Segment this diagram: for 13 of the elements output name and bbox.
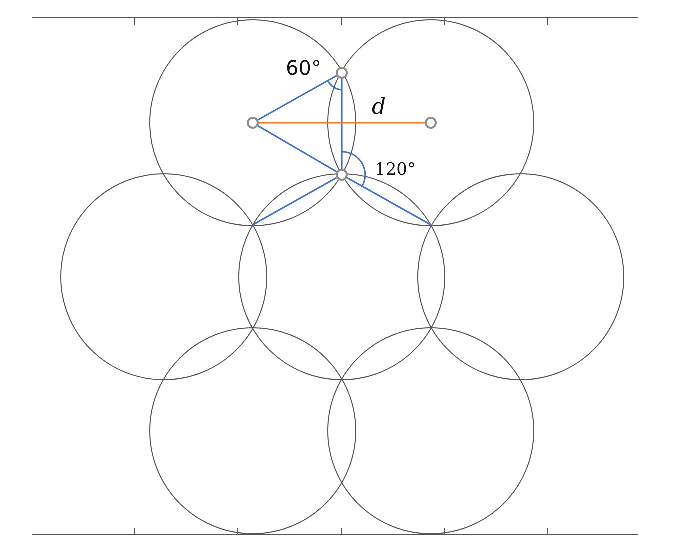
edge-label: d — [372, 95, 386, 120]
point-marker — [425, 117, 437, 129]
point-marker — [336, 67, 348, 79]
point-marker — [336, 169, 348, 181]
line-segment — [258, 75, 338, 121]
line-segment — [252, 177, 338, 226]
line-segment — [346, 177, 432, 226]
point-marker — [247, 117, 259, 129]
angle-label: 120° — [375, 160, 416, 180]
line-segment — [259, 122, 425, 124]
angle-label: 60° — [286, 56, 322, 80]
line-segment — [341, 79, 343, 169]
line-segment — [258, 125, 338, 173]
